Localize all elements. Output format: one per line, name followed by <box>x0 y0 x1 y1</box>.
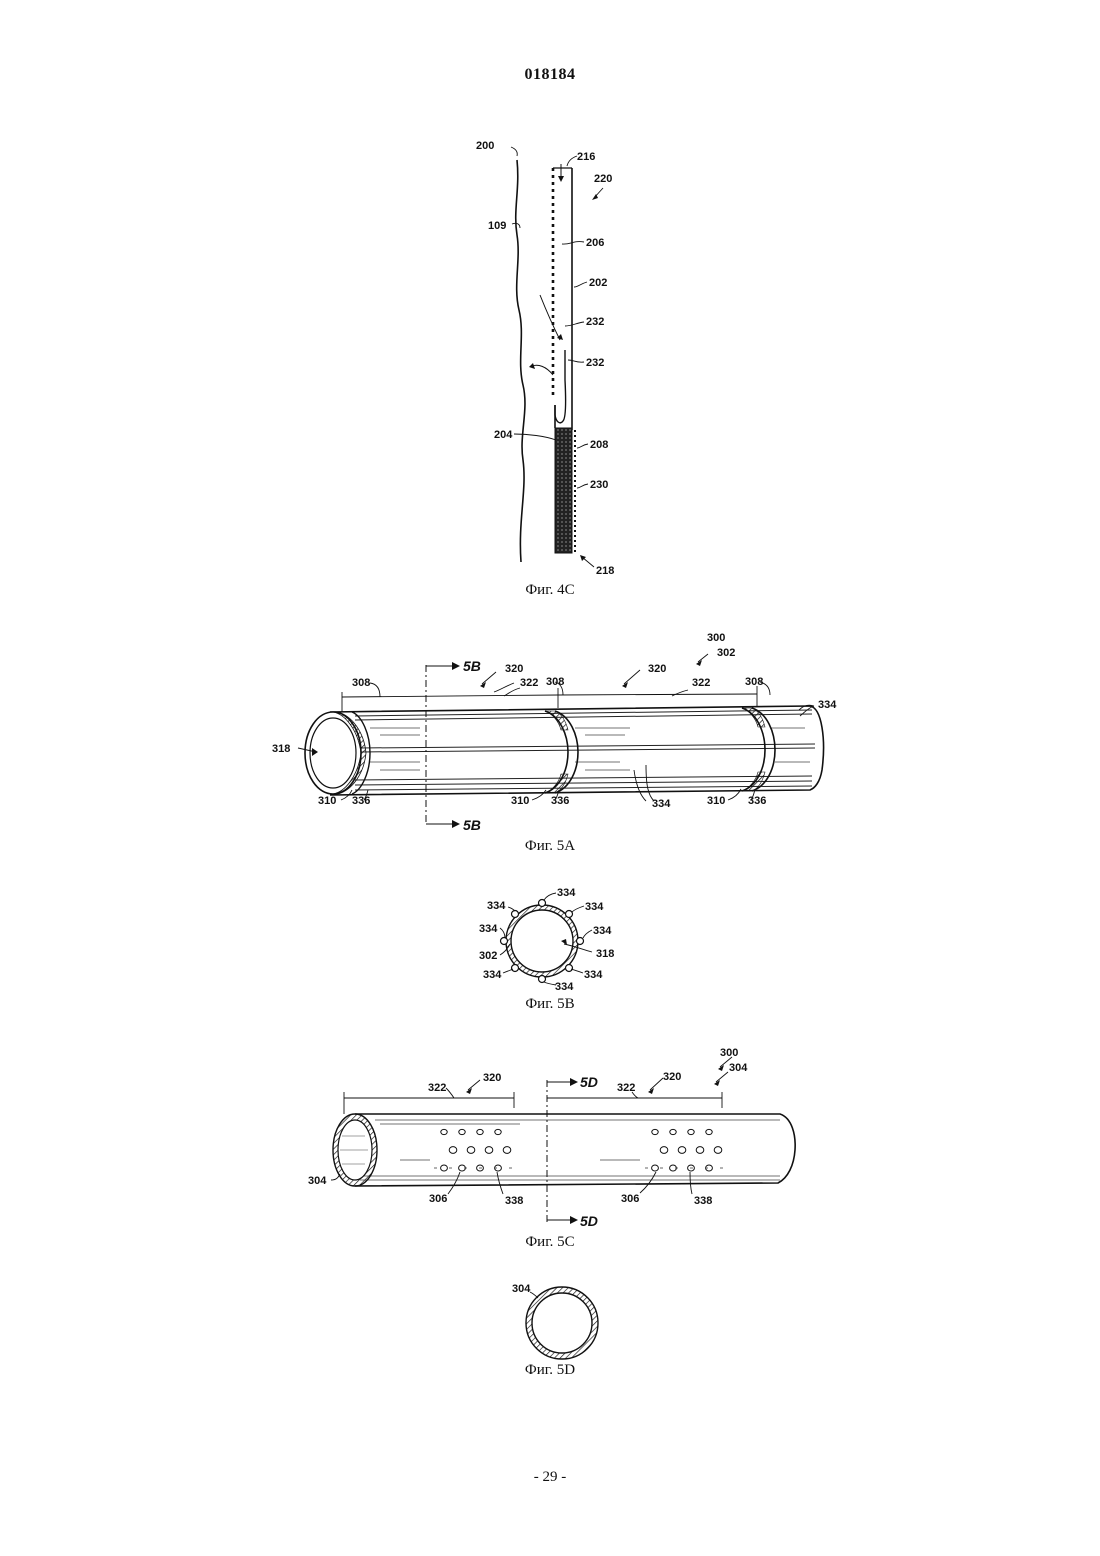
label-304: 304 <box>512 1283 531 1295</box>
figure-5d: 304 <box>0 0 1100 1370</box>
page-number: - 29 - <box>0 1469 1100 1486</box>
caption-fig-5d: Фиг. 5D <box>0 1362 1100 1379</box>
